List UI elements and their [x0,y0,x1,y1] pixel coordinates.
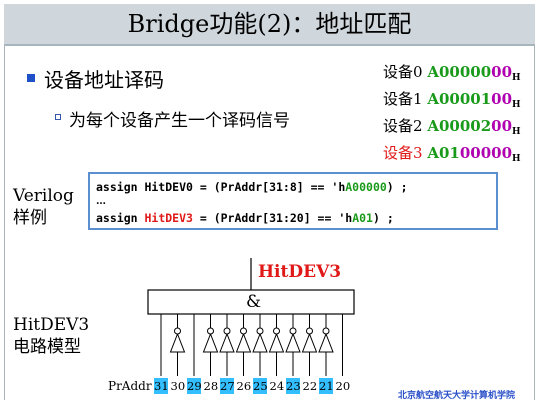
address-bit-label: 25 [253,378,268,394]
code-text: ) ; [386,180,408,194]
bullet-square-icon [27,74,35,82]
device-row: 设备1 A0000100H [383,89,521,116]
device-name: 设备2 [383,117,423,135]
address-bit-label: 30 [170,379,186,393]
device-row: 设备3 A0100000H [383,143,521,170]
model-label-line1: HitDEV3 [13,315,90,335]
praddr-label: PrAddr [108,379,152,393]
bullet-sub: 为每个设备产生一个译码信号 [69,111,290,131]
verilog-label: Verilog 样例 [13,185,74,229]
address-bit-label: 27 [220,378,235,394]
title-bar: Bridge功能(2)：地址匹配 [4,4,535,46]
footer-institution: 北京航空航天大学计算机学院 [398,391,516,401]
inverter-gate [235,332,252,353]
inverter-gate [318,332,334,353]
device-addr-suffix: H [512,154,521,164]
code-address: A01 [352,211,373,225]
inverter-bubble [273,327,280,335]
device-addr-suffix: H [512,100,521,110]
inverter-bubble [223,327,231,335]
inverter-bubble [240,327,247,335]
inverter-gate [169,332,186,353]
and-gate [147,289,355,315]
and-gate-symbol: & [246,292,262,312]
device-addr-green: 00002 [438,117,492,135]
code-line-2: assign HitDEV3 = (PrAddr[31:20] == 'hA01… [96,211,394,225]
code-text: = (PrAddr[31:20] == 'h [192,211,353,225]
code-ellipsis: … [96,196,106,207]
code-text: ) ; [372,211,394,225]
bullet-hollow-icon [55,114,61,120]
device-name: 设备1 [383,90,423,108]
device-addr-a: A [427,144,439,162]
code-text: assign [96,211,145,225]
address-bit-label: 23 [286,378,301,394]
address-bit-label: 22 [302,379,318,393]
code-address: A00000 [345,180,387,194]
device-addr-green: 00000 [438,63,492,81]
inverter-bubble [322,327,330,335]
code-line-1: assign HitDEV0 = (PrAddr[31:8] == 'hA000… [96,180,408,194]
address-bit-label: 24 [269,379,285,393]
code-text: assign HitDEV0 = (PrAddr[31:8] == 'h [96,180,346,194]
device-addr-a: A [427,63,439,81]
device-addr-purple: 00 [491,117,513,135]
inverter-gate [268,332,285,353]
address-bit-label: 31 [154,378,169,394]
device-addr-suffix: H [512,73,521,83]
inverter-gate [285,332,301,353]
inverter-gate [252,332,268,353]
inverter-bubble [174,327,181,335]
device-name: 设备3 [383,144,423,162]
output-signal-label: HitDEV3 [258,262,342,282]
model-label-line2: 电路模型 [13,337,81,357]
code-signal: HitDEV3 [144,211,193,225]
verilog-code-box: assign HitDEV0 = (PrAddr[31:8] == 'hA000… [88,172,498,230]
inverter-bubble [256,327,264,335]
address-bit-label: 29 [187,378,202,394]
verilog-label-line2: 样例 [13,208,47,228]
device-address-list: 设备0 A0000000H 设备1 A0000100H 设备2 A0000200… [383,62,521,170]
address-bit-label: 26 [236,379,252,393]
bit-wires [160,314,343,376]
bullet-main: 设备地址译码 [44,68,164,92]
model-label: HitDEV3 电路模型 [13,314,89,358]
inverter-gate [301,332,318,353]
device-addr-purple: 00000 [459,144,513,162]
slide-title: Bridge功能(2)：地址匹配 [127,10,412,38]
inverter-gate [219,332,235,353]
device-addr-a: A [427,90,439,108]
device-addr-suffix: H [512,127,521,137]
address-bit-label: 28 [203,379,219,393]
device-addr-purple: 00 [491,63,513,81]
inverter-gate [202,332,219,353]
address-bit-label: 21 [319,378,334,394]
device-addr-green: 00001 [438,90,492,108]
address-bit-label: 20 [335,379,351,393]
inverter-bubble [207,327,214,335]
device-addr-green: 01 [438,144,460,162]
device-row: 设备2 A0000200H [383,116,521,143]
device-addr-purple: 00 [491,90,513,108]
device-addr-a: A [427,117,439,135]
verilog-label-line1: Verilog [13,186,74,206]
left-border [4,46,5,400]
right-border [534,46,535,400]
inverter-bubble [289,327,297,335]
device-row: 设备0 A0000000H [383,62,521,89]
inverter-bubble [306,327,313,335]
device-name: 设备0 [383,63,423,81]
